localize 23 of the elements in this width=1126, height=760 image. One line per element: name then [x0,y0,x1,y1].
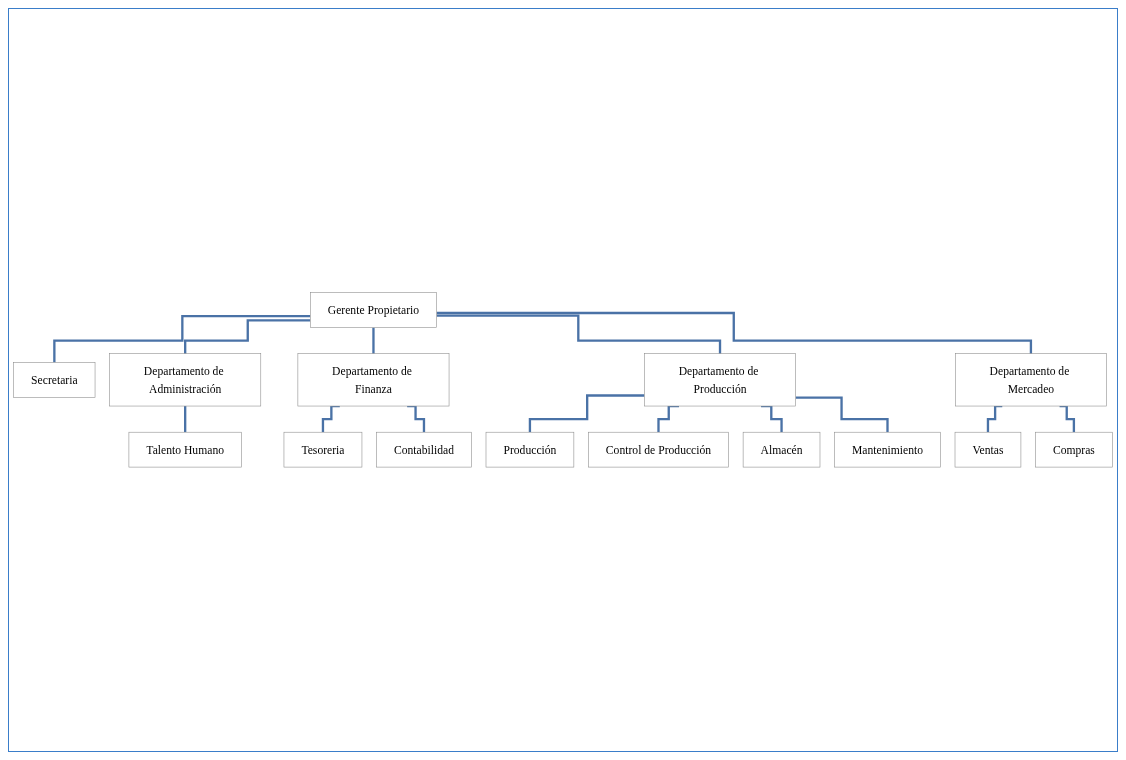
node-box: Departamento de Administración [109,353,262,407]
node-box: Departamento de Producción [644,353,796,407]
node-box: Contabilidad [376,432,472,468]
node-box: Mantenimiento [834,432,941,468]
node-box: Departamento de Finanza [297,353,450,407]
connector [53,315,311,364]
node-box: Producción [485,432,575,468]
connector [436,312,1033,355]
node-box: Gerente Propietario [310,292,437,328]
connector [528,394,645,434]
connector [184,405,187,434]
connector [372,326,375,355]
node-box: Secretaria [13,362,96,398]
node-box: Control de Producción [588,432,729,468]
node-box: Talento Humano [128,432,242,468]
node-box: Ventas [954,432,1022,468]
node-box: Departamento de Mercadeo [955,353,1107,407]
connector [795,396,889,434]
connector [436,314,722,355]
connector [184,319,311,355]
node-box: Compras [1035,432,1113,468]
node-box: Tesoreria [283,432,363,468]
node-box: Almacén [742,432,821,468]
